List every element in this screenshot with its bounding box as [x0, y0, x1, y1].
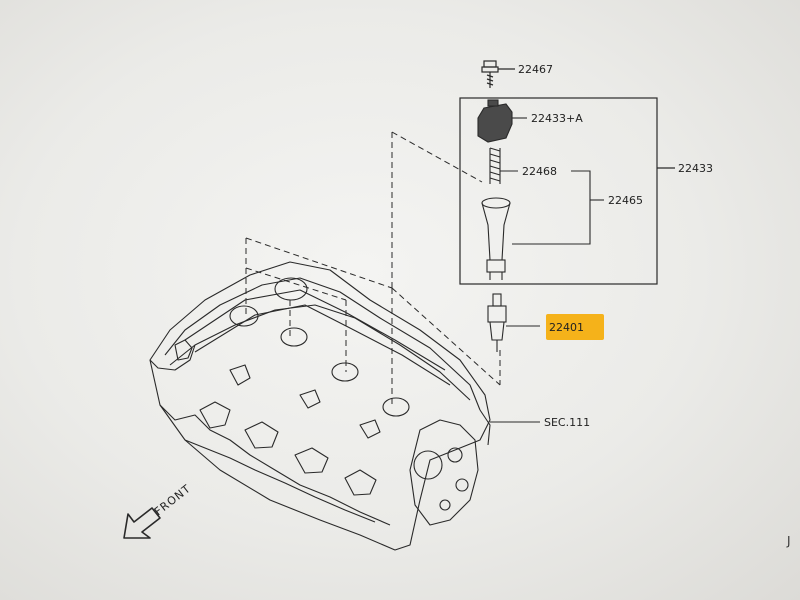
label-section-reference[interactable]: SEC.111 [544, 416, 590, 429]
label-spring-part-number[interactable]: 22468 [522, 165, 557, 178]
label-coil-assy-part-number[interactable]: 22433+A [531, 112, 583, 125]
highlight-box [546, 314, 604, 340]
label-spark-plug-part-number[interactable]: 22401 [549, 321, 584, 334]
corner-mark: J [787, 534, 791, 548]
cylinder-head-illustration [149, 261, 491, 551]
bolt-part-22467 [481, 60, 515, 88]
label-coil-box-part-number[interactable]: 22433 [678, 162, 713, 175]
dashed-guide-lines [245, 131, 501, 408]
coil-spring-part [489, 147, 518, 184]
label-boot-part-number[interactable]: 22465 [608, 194, 643, 207]
ignition-coil-part [477, 99, 527, 143]
ignition-coil-box [459, 97, 675, 285]
rubber-boot-part [481, 170, 604, 280]
spark-plug-part [487, 293, 540, 352]
label-bolt-part-number[interactable]: 22467 [518, 63, 553, 76]
front-direction-label: FRONT [152, 482, 194, 518]
front-arrow-icon [123, 507, 161, 539]
